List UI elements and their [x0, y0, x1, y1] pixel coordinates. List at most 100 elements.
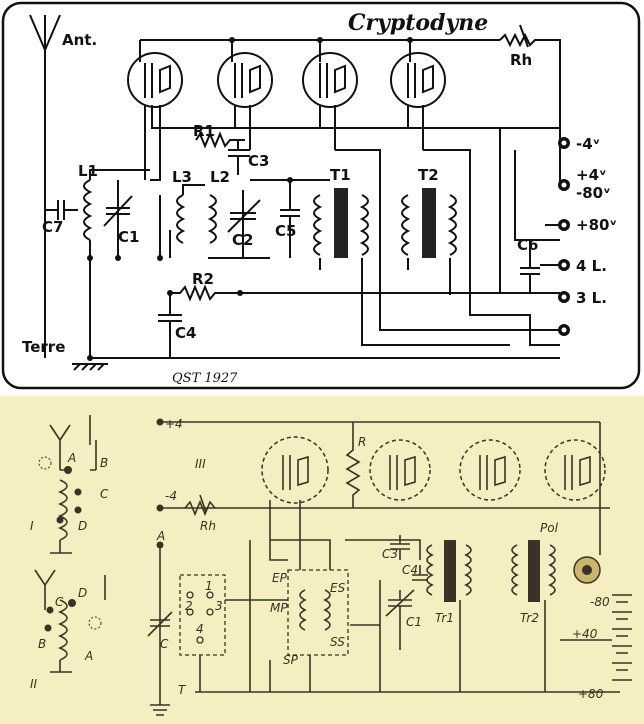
t2-label: T2 — [418, 166, 439, 184]
tube-2 — [217, 52, 273, 108]
capacitor-c2 — [227, 190, 261, 258]
capacitor-c — [147, 611, 173, 637]
switch-1-label: 1 — [205, 579, 213, 593]
figure-ii — [34, 569, 106, 673]
switch-4-label: 4 — [196, 622, 204, 636]
antenna-label: Ant. — [62, 31, 97, 49]
resistor-r2 — [170, 284, 240, 302]
terminal-plus80v — [558, 219, 570, 231]
battery-plus40-label: +40 — [572, 627, 598, 641]
tube-4 — [390, 52, 446, 108]
switch-2-label: 2 — [185, 599, 193, 613]
top-diagram-frame — [1, 1, 641, 390]
c2-label: C2 — [232, 231, 253, 249]
r-label: R — [358, 435, 366, 449]
terminal-label-minus80v: -80ᵛ — [576, 184, 611, 202]
jack-symbol — [573, 556, 601, 584]
sp-label: SP — [283, 653, 299, 667]
top-diagram-title: Cryptodyne — [348, 10, 488, 36]
tr2-label: Tr2 — [520, 611, 539, 625]
c1-label: C1 — [118, 228, 139, 246]
figure-ii-label: II — [30, 677, 38, 691]
bottom-plus4-label: +4 — [165, 417, 183, 431]
battery-plus80-label: +80 — [578, 687, 604, 701]
coil-box — [287, 569, 349, 656]
pol-label: Pol — [540, 521, 559, 535]
fig1-label-b: B — [100, 456, 108, 470]
transformer-tr2 — [511, 540, 556, 602]
fig2-label-a: A — [84, 649, 93, 663]
capacitor-c4 — [158, 293, 182, 358]
top-diagram: Cryptodyne QST 1927 Ant. C7 L1 C1 — [1, 1, 641, 390]
tr1-label: Tr1 — [435, 611, 454, 625]
fig1-label-c: C — [100, 487, 109, 501]
bottom-a-label: A — [156, 529, 165, 543]
tube-bottom-3 — [459, 439, 521, 501]
c5-label: C5 — [275, 222, 296, 240]
terminal-label-plus80v: +80ᵛ — [576, 216, 617, 234]
capacitor-c5 — [280, 180, 300, 258]
antenna-symbol — [29, 14, 61, 210]
tube-3 — [302, 52, 358, 108]
c3-label: C3 — [248, 152, 269, 170]
capacitor-c3 — [228, 140, 250, 175]
bottom-diagram: A B C D I D C B A II III +4 -4 A T — [0, 396, 644, 724]
rheostat-label: Rh — [510, 51, 532, 69]
terminal-plus4v-minus80v — [558, 179, 570, 191]
resistor-r1 — [195, 131, 245, 149]
resistor-r — [345, 422, 361, 508]
fig1-label-a: A — [67, 451, 76, 465]
figure-i — [38, 415, 97, 554]
capacitor-c7 — [45, 200, 78, 220]
l3-label: L3 — [172, 168, 192, 186]
coil-l2 — [207, 194, 217, 244]
capacitor-c1-bottom — [385, 589, 415, 650]
terminal-label-4l: 4 L. — [576, 257, 607, 275]
figure-i-label: I — [30, 519, 34, 533]
c4-bottom-label: C4 — [402, 563, 418, 577]
battery-stack — [560, 594, 632, 681]
terminal-4l — [558, 259, 570, 271]
terminal-label-minus4v: -4ᵛ — [576, 135, 600, 153]
tube-bottom-1 — [261, 436, 329, 504]
ss-label: SS — [330, 635, 345, 649]
rheostat-rh — [184, 494, 216, 517]
tube-bottom-2 — [369, 439, 431, 501]
r1-label: R1 — [193, 122, 215, 140]
capacitor-c4-bottom — [412, 565, 428, 581]
fig2-label-d: D — [78, 586, 87, 600]
transformer-t1 — [313, 188, 369, 258]
c-label: C — [160, 637, 169, 651]
c7-label: C7 — [42, 218, 63, 236]
battery-minus80-label: -80 — [590, 595, 610, 609]
fig2-label-c: C — [55, 595, 64, 609]
ground-label: Terre — [22, 338, 65, 356]
fig1-label-d: D — [78, 519, 87, 533]
top-diagram-credit: QST 1927 — [172, 371, 238, 386]
c4-label: C4 — [175, 324, 196, 342]
capacitor-c1 — [103, 180, 133, 258]
terminal-label-plus4v: +4ᵛ — [576, 166, 607, 184]
l1-label: L1 — [78, 162, 98, 180]
transformer-t2 — [401, 188, 457, 258]
fig2-label-b: B — [38, 637, 46, 651]
switch-3-label: 3 — [215, 599, 223, 613]
terminal-minus4v — [558, 137, 570, 149]
figure-iii-label: III — [195, 457, 206, 471]
es-label: ES — [330, 581, 346, 595]
c1-bottom-label: C1 — [406, 615, 422, 629]
t1-label: T1 — [330, 166, 351, 184]
capacitor-c6 — [520, 240, 540, 293]
terminal-label-3l: 3 L. — [576, 289, 607, 307]
tube-bottom-4 — [544, 439, 606, 501]
rh-label: Rh — [200, 519, 216, 533]
c3-bottom-label: C3 — [382, 547, 398, 561]
l2-label: L2 — [210, 168, 230, 186]
transformer-tr1 — [426, 540, 472, 602]
r2-label: R2 — [192, 270, 214, 288]
ep-label: EP — [272, 571, 288, 585]
terminal-ground-right — [558, 324, 570, 336]
tube-1 — [127, 52, 183, 108]
switch-box — [179, 574, 226, 656]
coil-l3 — [176, 194, 186, 244]
